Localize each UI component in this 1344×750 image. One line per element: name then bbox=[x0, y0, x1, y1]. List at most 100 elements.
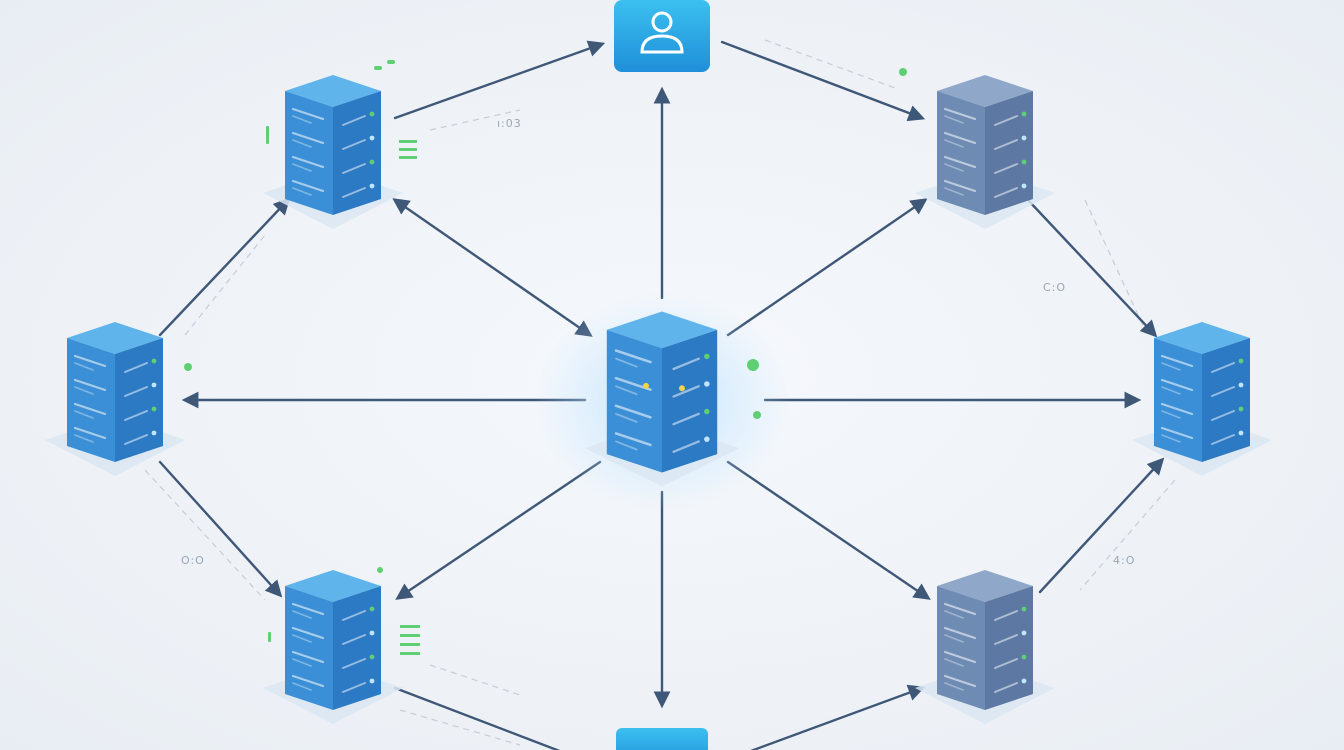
server-slot bbox=[994, 115, 1018, 126]
user-node-bottom[interactable] bbox=[616, 728, 708, 750]
user-node-top[interactable] bbox=[614, 0, 710, 72]
status-dot bbox=[184, 363, 192, 371]
server-status-light bbox=[151, 406, 157, 412]
status-bar bbox=[400, 634, 420, 637]
dashed-line bbox=[429, 664, 521, 696]
annotation-label: C:O bbox=[1043, 281, 1067, 294]
server-right-face bbox=[333, 586, 381, 710]
server-status-light bbox=[369, 135, 375, 141]
server-slot bbox=[1211, 362, 1235, 373]
arrow-user-top-to-server-tr bbox=[720, 40, 926, 122]
server-right-face bbox=[662, 329, 718, 473]
server-status-light bbox=[1021, 159, 1027, 165]
server-status-light bbox=[369, 630, 375, 636]
server-slot bbox=[994, 682, 1018, 693]
server-slot bbox=[1211, 410, 1235, 421]
server-left-face bbox=[937, 586, 985, 710]
server-slot bbox=[1211, 434, 1235, 445]
server-right-face bbox=[115, 338, 163, 462]
server-slot bbox=[944, 658, 964, 667]
server-slot bbox=[1160, 426, 1194, 440]
arrow-server-l-to-server-tl bbox=[158, 197, 291, 337]
server-slot bbox=[1160, 354, 1194, 368]
server-status-light bbox=[1021, 135, 1027, 141]
status-bar bbox=[387, 60, 395, 64]
server-slot bbox=[291, 650, 325, 664]
server-left-face bbox=[1154, 338, 1202, 462]
server-node-top-left[interactable] bbox=[263, 75, 403, 229]
server-node-bottom-right[interactable] bbox=[915, 570, 1055, 724]
server-top-face bbox=[606, 311, 718, 349]
server-slot bbox=[124, 434, 148, 445]
server-slot bbox=[944, 610, 964, 619]
server-left-face bbox=[937, 91, 985, 215]
status-bar bbox=[399, 156, 417, 159]
server-status-light bbox=[1238, 382, 1244, 388]
server-node-left[interactable] bbox=[45, 322, 185, 476]
arrow-server-br-to-server-r bbox=[1038, 457, 1165, 594]
server-slot bbox=[672, 440, 700, 453]
server-status-light bbox=[704, 353, 710, 360]
server-slot bbox=[73, 402, 107, 416]
server-node-bottom-left[interactable] bbox=[263, 570, 403, 724]
server-slot bbox=[73, 426, 107, 440]
server-slot bbox=[124, 386, 148, 397]
server-status-light bbox=[151, 382, 157, 388]
server-status-light bbox=[151, 430, 157, 436]
server-slot bbox=[292, 682, 312, 691]
server-status-light bbox=[1021, 678, 1027, 684]
server-status-light bbox=[369, 678, 375, 684]
server-status-light bbox=[1021, 111, 1027, 117]
server-slot bbox=[74, 410, 94, 419]
server-slot bbox=[342, 634, 366, 645]
server-node-top-right[interactable] bbox=[915, 75, 1055, 229]
server-slot bbox=[994, 634, 1018, 645]
arrow-center-to-server-bl bbox=[395, 460, 602, 600]
status-dot bbox=[899, 68, 907, 76]
arrow-server-tl-to-user-top bbox=[393, 40, 606, 120]
server-slot bbox=[342, 139, 366, 150]
dashed-line bbox=[1084, 199, 1146, 331]
arrow-server-tr-to-server-r bbox=[1026, 198, 1158, 338]
server-status-light bbox=[1021, 606, 1027, 612]
status-dot bbox=[377, 567, 383, 573]
server-status-light bbox=[369, 654, 375, 660]
server-slot bbox=[1161, 362, 1181, 371]
server-slot bbox=[994, 187, 1018, 198]
server-status-light bbox=[643, 382, 649, 389]
user-icon bbox=[640, 11, 684, 54]
dashed-line bbox=[144, 469, 266, 601]
server-slot bbox=[73, 378, 107, 392]
server-slot bbox=[615, 412, 638, 423]
server-slot bbox=[291, 626, 325, 640]
dashed-line bbox=[1079, 479, 1176, 591]
server-status-light bbox=[704, 436, 710, 442]
server-slot bbox=[943, 674, 977, 688]
arrow-server-bl-to-user-bottom bbox=[393, 686, 561, 750]
server-slot bbox=[943, 650, 977, 664]
server-slot bbox=[291, 179, 325, 193]
dashed-line bbox=[429, 109, 521, 131]
server-node-center[interactable] bbox=[535, 292, 789, 512]
dashed-line bbox=[184, 234, 266, 336]
server-slot bbox=[74, 434, 94, 443]
server-status-light bbox=[679, 385, 685, 392]
server-right-face bbox=[985, 91, 1033, 215]
server-slot bbox=[342, 610, 366, 621]
server-status-light bbox=[1238, 406, 1244, 412]
server-status-light bbox=[369, 606, 375, 612]
server-slot bbox=[291, 155, 325, 169]
server-node-right[interactable] bbox=[1132, 322, 1272, 476]
server-slot bbox=[292, 658, 312, 667]
status-bar bbox=[268, 632, 271, 642]
server-slot bbox=[291, 131, 325, 145]
arrow-center-to-server-br bbox=[726, 460, 931, 600]
server-slot bbox=[943, 602, 977, 616]
server-slot bbox=[1161, 434, 1181, 443]
status-bar bbox=[400, 625, 420, 628]
server-status-light bbox=[1021, 183, 1027, 189]
server-left-face bbox=[285, 91, 333, 215]
server-slot bbox=[1211, 386, 1235, 397]
server-slot bbox=[292, 115, 312, 124]
